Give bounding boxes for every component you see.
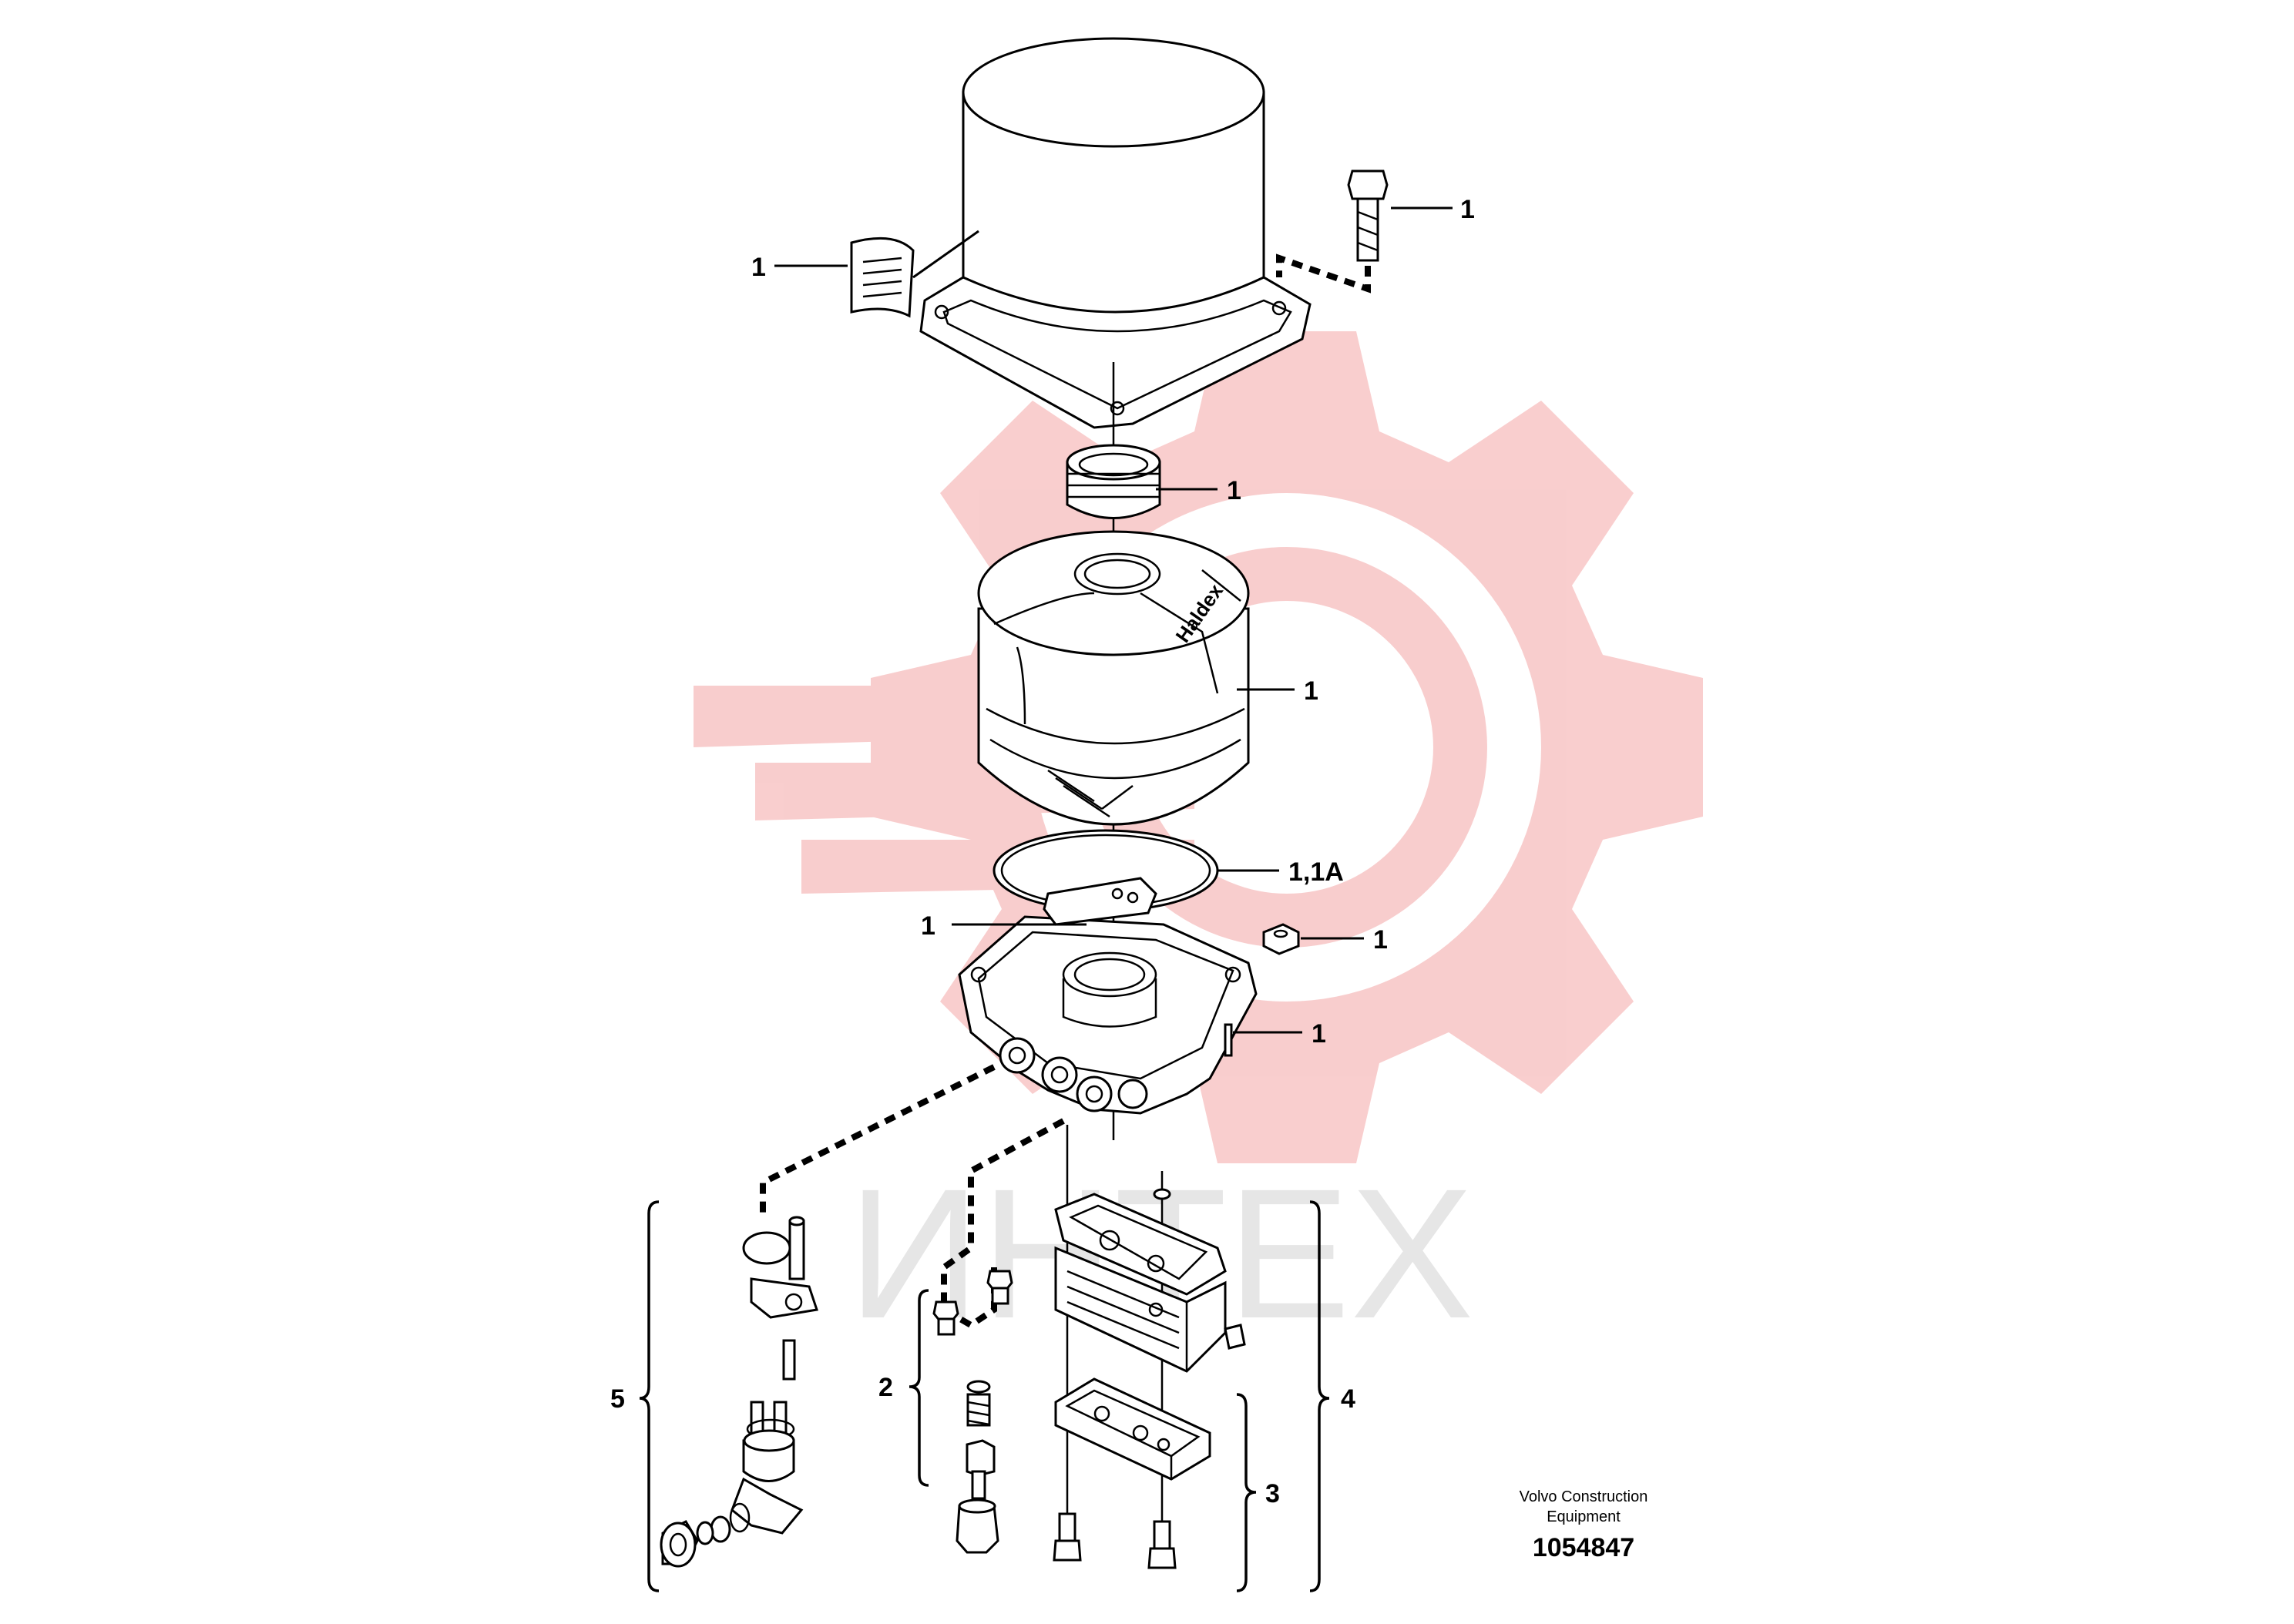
callout-kit-2: 2	[878, 1373, 893, 1402]
kit-2-parts	[932, 1270, 1013, 1554]
thread-ring	[1066, 444, 1161, 519]
callout-nut: 1	[1373, 925, 1388, 955]
kit-3-cover	[1054, 1377, 1211, 1481]
company-name: Volvo Construction Equipment	[1468, 1487, 1699, 1527]
assembly-dash-bolt	[1276, 253, 1371, 294]
pin	[1224, 1023, 1233, 1057]
assembly-dash-kit5	[760, 1064, 996, 1217]
callout-kit-5: 5	[610, 1384, 625, 1414]
valve-base	[958, 877, 1258, 1115]
desiccant-body: Haldex	[977, 530, 1250, 826]
callout-sticker: 1	[751, 253, 766, 282]
screw-left	[1053, 1512, 1082, 1562]
company-line-1: Volvo Construction	[1519, 1488, 1648, 1505]
brace-kit-4	[1309, 1200, 1330, 1592]
part-number: 1054847	[1532, 1533, 1635, 1562]
nut	[1262, 923, 1300, 955]
screw-right	[1147, 1520, 1177, 1569]
callout-inner-seal: 1	[921, 911, 935, 941]
cartridge-cover	[919, 37, 1312, 429]
company-line-2: Equipment	[1547, 1508, 1621, 1525]
kit-5-fittings	[660, 1216, 818, 1568]
callout-o-ring: 1,1A	[1288, 857, 1344, 887]
assembly-dash-kit2	[941, 1118, 1065, 1329]
callout-thread-ring: 1	[1227, 476, 1241, 505]
brace-kit-3	[1236, 1393, 1257, 1592]
brace-kit-2	[909, 1289, 929, 1487]
kit-4-housing	[1054, 1188, 1246, 1373]
callout-kit-4: 4	[1341, 1384, 1355, 1414]
callout-kit-3: 3	[1265, 1479, 1280, 1508]
brace-kit-5	[639, 1200, 660, 1592]
callout-pin: 1	[1312, 1019, 1326, 1049]
callout-bolt: 1	[1460, 195, 1475, 224]
bolt	[1347, 169, 1389, 262]
label-sticker	[850, 230, 979, 318]
callout-desiccant: 1	[1304, 676, 1318, 706]
